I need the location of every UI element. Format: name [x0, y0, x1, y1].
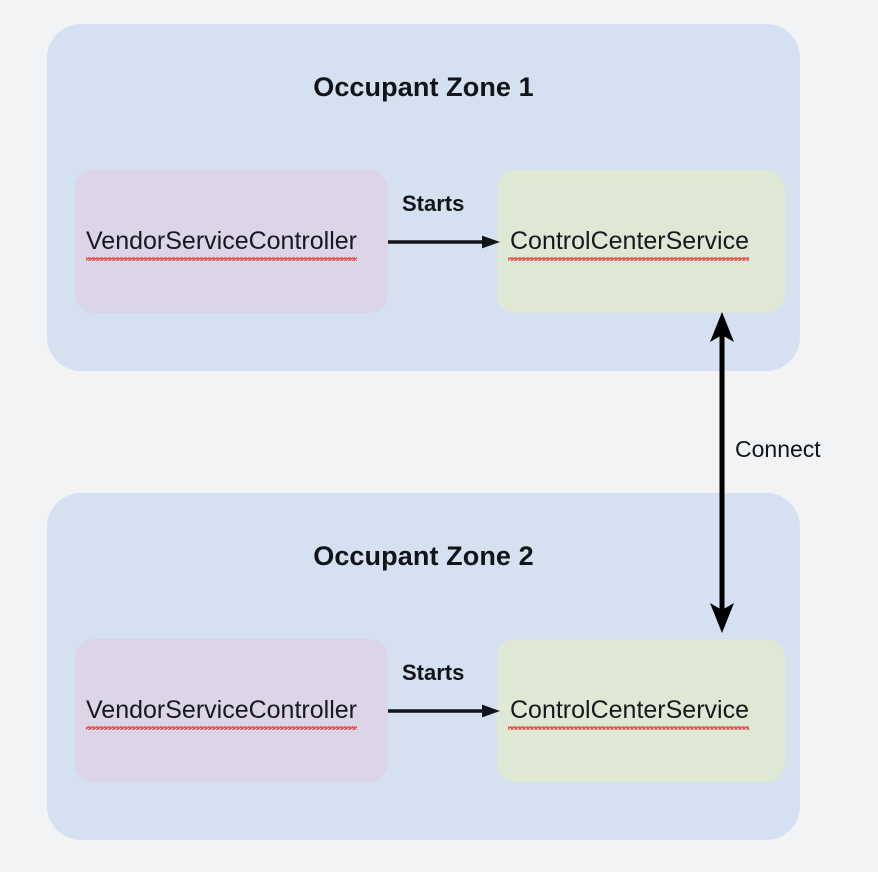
node-label-vendor-service-controller-1: VendorServiceController: [75, 227, 357, 261]
zone-container-1: Occupant Zone 1 VendorServiceController …: [47, 24, 800, 371]
spellcheck-underline-icon: [508, 727, 749, 730]
zone-title-1: Occupant Zone 1: [313, 72, 534, 102]
node-label-vendor-service-controller-2: VendorServiceController: [75, 696, 357, 730]
node-vendor-service-controller-2: VendorServiceController: [75, 639, 388, 782]
node-vendor-service-controller-1: VendorServiceController: [75, 170, 388, 313]
arrow-starts-1: [388, 235, 500, 249]
node-label-control-center-service-2: ControlCenterService: [497, 696, 749, 730]
edge-label-connect: Connect: [735, 436, 821, 462]
arrow-starts-2: [388, 704, 500, 718]
edge-label-starts-1: Starts: [402, 191, 465, 216]
edge-label-starts-2: Starts: [402, 660, 465, 685]
spellcheck-underline-icon: [86, 258, 357, 261]
arrow-connect-bidirectional: [710, 312, 734, 633]
node-control-center-service-1: ControlCenterService: [497, 170, 785, 313]
node-control-center-service-2: ControlCenterService: [497, 639, 785, 782]
zone-title-2: Occupant Zone 2: [313, 541, 534, 571]
zone-container-2: Occupant Zone 2 VendorServiceController …: [47, 493, 800, 840]
spellcheck-underline-icon: [508, 258, 749, 261]
node-label-control-center-service-1: ControlCenterService: [497, 227, 749, 261]
spellcheck-underline-icon: [86, 727, 357, 730]
